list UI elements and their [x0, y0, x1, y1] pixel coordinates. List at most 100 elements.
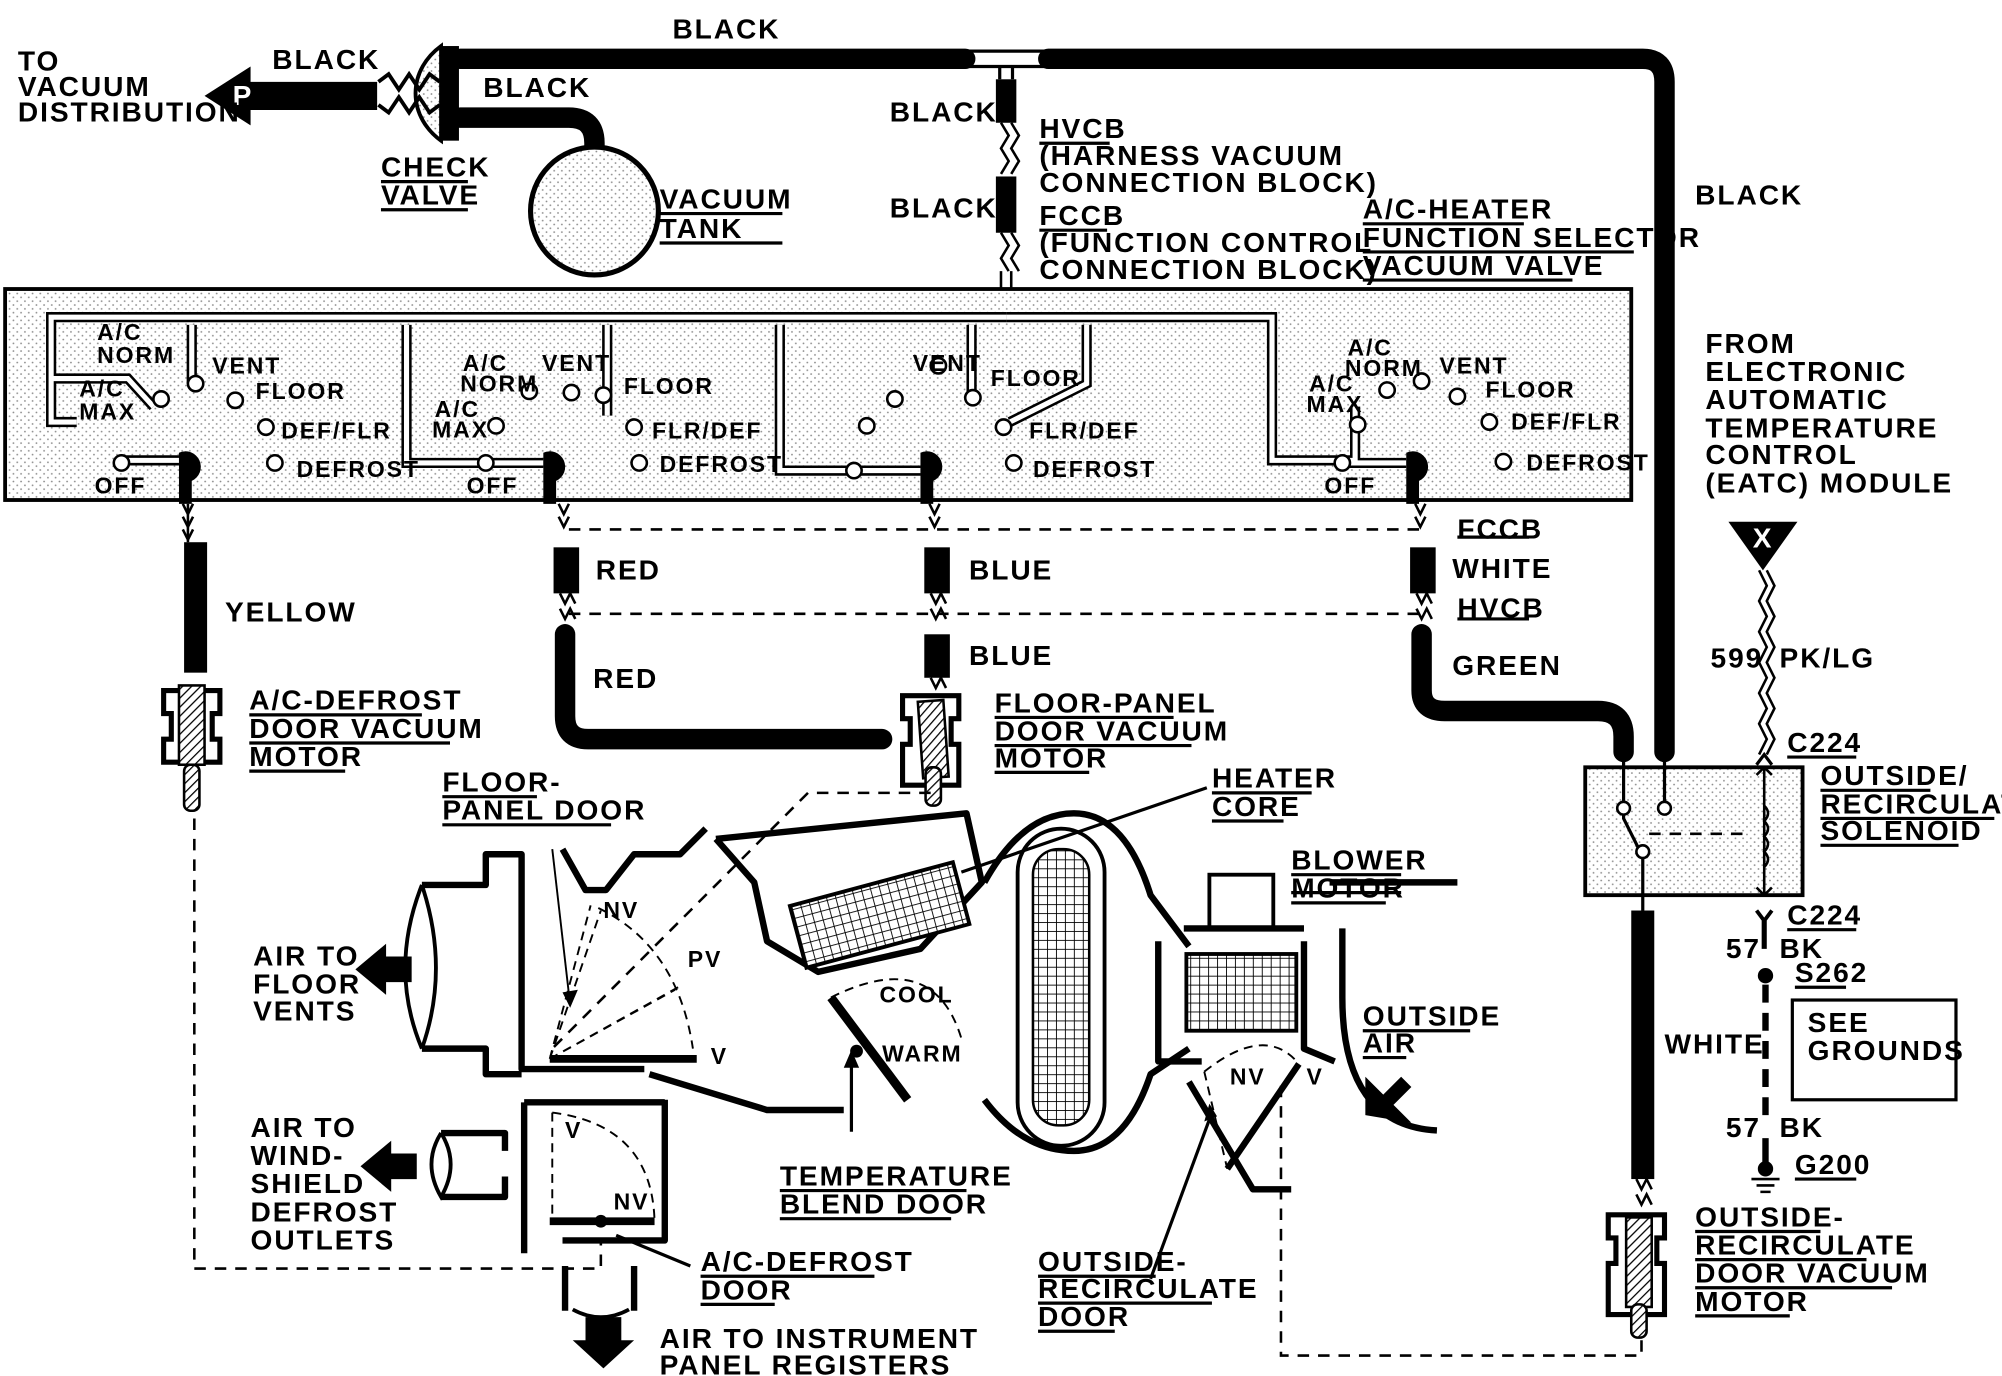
s1-vent: VENT	[212, 352, 281, 378]
s262-label: S262	[1795, 957, 1868, 988]
wire-pklg-label: PK/LG	[1780, 643, 1875, 674]
white-hose-label: WHITE	[1452, 553, 1552, 584]
c224-top-label: C224	[1787, 727, 1862, 758]
nv2-label: NV	[1230, 1063, 1266, 1089]
hvcb-label-line1: HVCB	[1039, 113, 1126, 144]
temp-blend-line2: BLEND DOOR	[780, 1189, 988, 1220]
connection-blocks	[995, 79, 1021, 318]
s4-defrost: DEFROST	[1526, 450, 1649, 476]
wire-bkb-label: BK	[1780, 1112, 1824, 1143]
eatc-circuit: FROM ELECTRONIC AUTOMATIC TEMPERATURE CO…	[1583, 328, 2002, 1208]
s2-ac-max-b: MAX	[432, 416, 489, 442]
solenoid-label-line3: SOLENOID	[1820, 815, 1982, 846]
s4-off: OFF	[1324, 473, 1376, 499]
selector-valve-label-line1: A/C-HEATER	[1363, 194, 1553, 225]
s1-ac-max-a: A/C	[79, 375, 124, 401]
s3-vent: VENT	[913, 350, 982, 376]
wire-bka-label: BK	[1780, 933, 1824, 964]
vacuum-tank-label-line1: VACUUM	[660, 183, 793, 214]
s1-floor: FLOOR	[256, 378, 346, 404]
s2-flr-def: FLR/DEF	[652, 418, 763, 444]
s1-def-flr: DEF/FLR	[281, 418, 392, 444]
s4-ac-norm-b: NORM	[1345, 355, 1423, 381]
air-windshield-arrow	[360, 1140, 417, 1192]
v1-label: V	[711, 1043, 728, 1069]
heater-core-line1: HEATER	[1212, 763, 1337, 794]
see-grounds-line1: SEE	[1808, 1007, 1870, 1038]
hvcb-label-line2: (HARNESS VACUUM	[1039, 140, 1344, 171]
nv1-label: NV	[603, 897, 639, 923]
vacuum-distribution-arrow: P	[204, 66, 378, 126]
air-floor-line1: AIR TO	[253, 940, 359, 971]
red-upper-label: RED	[596, 554, 661, 585]
v2-label: V	[1307, 1063, 1324, 1089]
vacuum-tank	[527, 144, 661, 278]
wire-57a-label: 57	[1726, 933, 1761, 964]
air-box-labels: FLOOR- PANEL DOOR HEATER CORE BLOWER MOT…	[251, 763, 1500, 1376]
heater-core-line2: CORE	[1212, 791, 1301, 822]
selector-valve-label-line3: VACUUM VALVE	[1363, 250, 1605, 281]
outside-recirc-motor-label-line2: RECIRCULATE	[1695, 1230, 1915, 1261]
solenoid-label-line2: RECIRCULATE	[1820, 788, 2002, 819]
selector-panel: A/C NORM A/C MAX VENT FLOOR DEF/FLR DEFR…	[3, 287, 1649, 504]
s3-defrost: DEFROST	[1033, 456, 1156, 482]
hoses: YELLOW RED RED BLUE BLUE FCCB WHITE HVCB…	[181, 503, 1634, 763]
yellow-hose-label: YELLOW	[225, 596, 357, 627]
black-top-label: BLACK	[672, 13, 780, 44]
outside-recirc-door-line3: DOOR	[1038, 1301, 1130, 1332]
outside-recirc-door-line1: OUTSIDE-	[1038, 1246, 1188, 1277]
black-lower-conn-label: BLACK	[890, 192, 998, 223]
p-marker: P	[233, 80, 254, 111]
blower-motor-line1: BLOWER	[1291, 845, 1427, 876]
floor-panel-motor-label-line1: FLOOR-PANEL	[995, 687, 1217, 718]
ac-defrost-motor	[161, 684, 223, 813]
fccb-label-line1: FCCB	[1039, 200, 1125, 231]
air-windshield-line2: WIND-	[251, 1140, 345, 1171]
s2-ac-norm-a: A/C	[463, 350, 508, 376]
red-lower-label: RED	[593, 663, 658, 694]
floor-panel-door-line2: PANEL DOOR	[442, 795, 646, 826]
fccb-label-line2: (FUNCTION CONTROL	[1039, 227, 1373, 258]
v3-label: V	[565, 1117, 582, 1143]
panel-section-1: A/C NORM A/C MAX VENT FLOOR DEF/FLR DEFR…	[79, 319, 418, 499]
s2-ac-max-a: A/C	[435, 396, 480, 422]
floor-panel-door-line1: FLOOR-	[442, 767, 561, 798]
air-instrument-line1: AIR TO INSTRUMENT	[660, 1323, 979, 1354]
green-hose-label: GREEN	[1452, 650, 1562, 681]
blue-upper-label: BLUE	[969, 554, 1053, 585]
hvcb-label-line3: CONNECTION BLOCK)	[1039, 167, 1378, 198]
floor-panel-motor	[900, 693, 962, 807]
nv3-label: NV	[614, 1189, 650, 1215]
s1-off: OFF	[95, 473, 147, 499]
air-box: NV PV V V NV COOL WARM	[193, 786, 1643, 1369]
to-vacuum-distribution-line3: DISTRIBUTION	[18, 96, 241, 127]
ac-defrost-motor-label-line3: MOTOR	[249, 741, 363, 772]
eatc-label-line5: CONTROL	[1705, 439, 1857, 470]
eatc-label-line3: AUTOMATIC	[1705, 384, 1888, 415]
to-vacuum-distribution-line1: TO	[18, 45, 60, 76]
blower-motor-line2: MOTOR	[1291, 873, 1405, 904]
air-windshield-line4: DEFROST	[251, 1196, 399, 1227]
to-vacuum-distribution-line2: VACUUM	[18, 71, 151, 102]
air-windshield-line1: AIR TO	[251, 1112, 357, 1143]
panel-section-4: A/C NORM A/C MAX VENT FLOOR DEF/FLR DEFR…	[1307, 335, 1649, 499]
air-floor-line2: FLOOR	[253, 969, 361, 1000]
outside-air-line2: AIR	[1363, 1027, 1417, 1058]
black-upper-conn-label: BLACK	[890, 96, 998, 127]
top-section: P TO VACUUM DISTRIBUTION BLACK CHECK VAL…	[18, 13, 1803, 763]
s4-ac-norm-a: A/C	[1347, 335, 1392, 361]
s2-floor: FLOOR	[624, 373, 714, 399]
panel-section-3: VENT FLOOR FLR/DEF DEFROST	[913, 350, 1156, 482]
s1-ac-max-b: MAX	[79, 398, 136, 424]
eatc-label-line6: (EATC) MODULE	[1705, 467, 1953, 498]
floor-panel-motor-label-line2: DOOR VACUUM	[995, 715, 1229, 746]
floor-panel-motor-label-line3: MOTOR	[995, 742, 1109, 773]
white-solenoid-hose-label: WHITE	[1664, 1029, 1764, 1060]
outside-recirc-motor-label-line1: OUTSIDE-	[1695, 1201, 1845, 1232]
black-right-label: BLACK	[1695, 180, 1803, 211]
s2-defrost: DEFROST	[660, 451, 783, 477]
eatc-label-line1: FROM	[1705, 328, 1795, 359]
s1-ac-norm-b: NORM	[97, 342, 175, 368]
check-valve	[377, 42, 459, 145]
